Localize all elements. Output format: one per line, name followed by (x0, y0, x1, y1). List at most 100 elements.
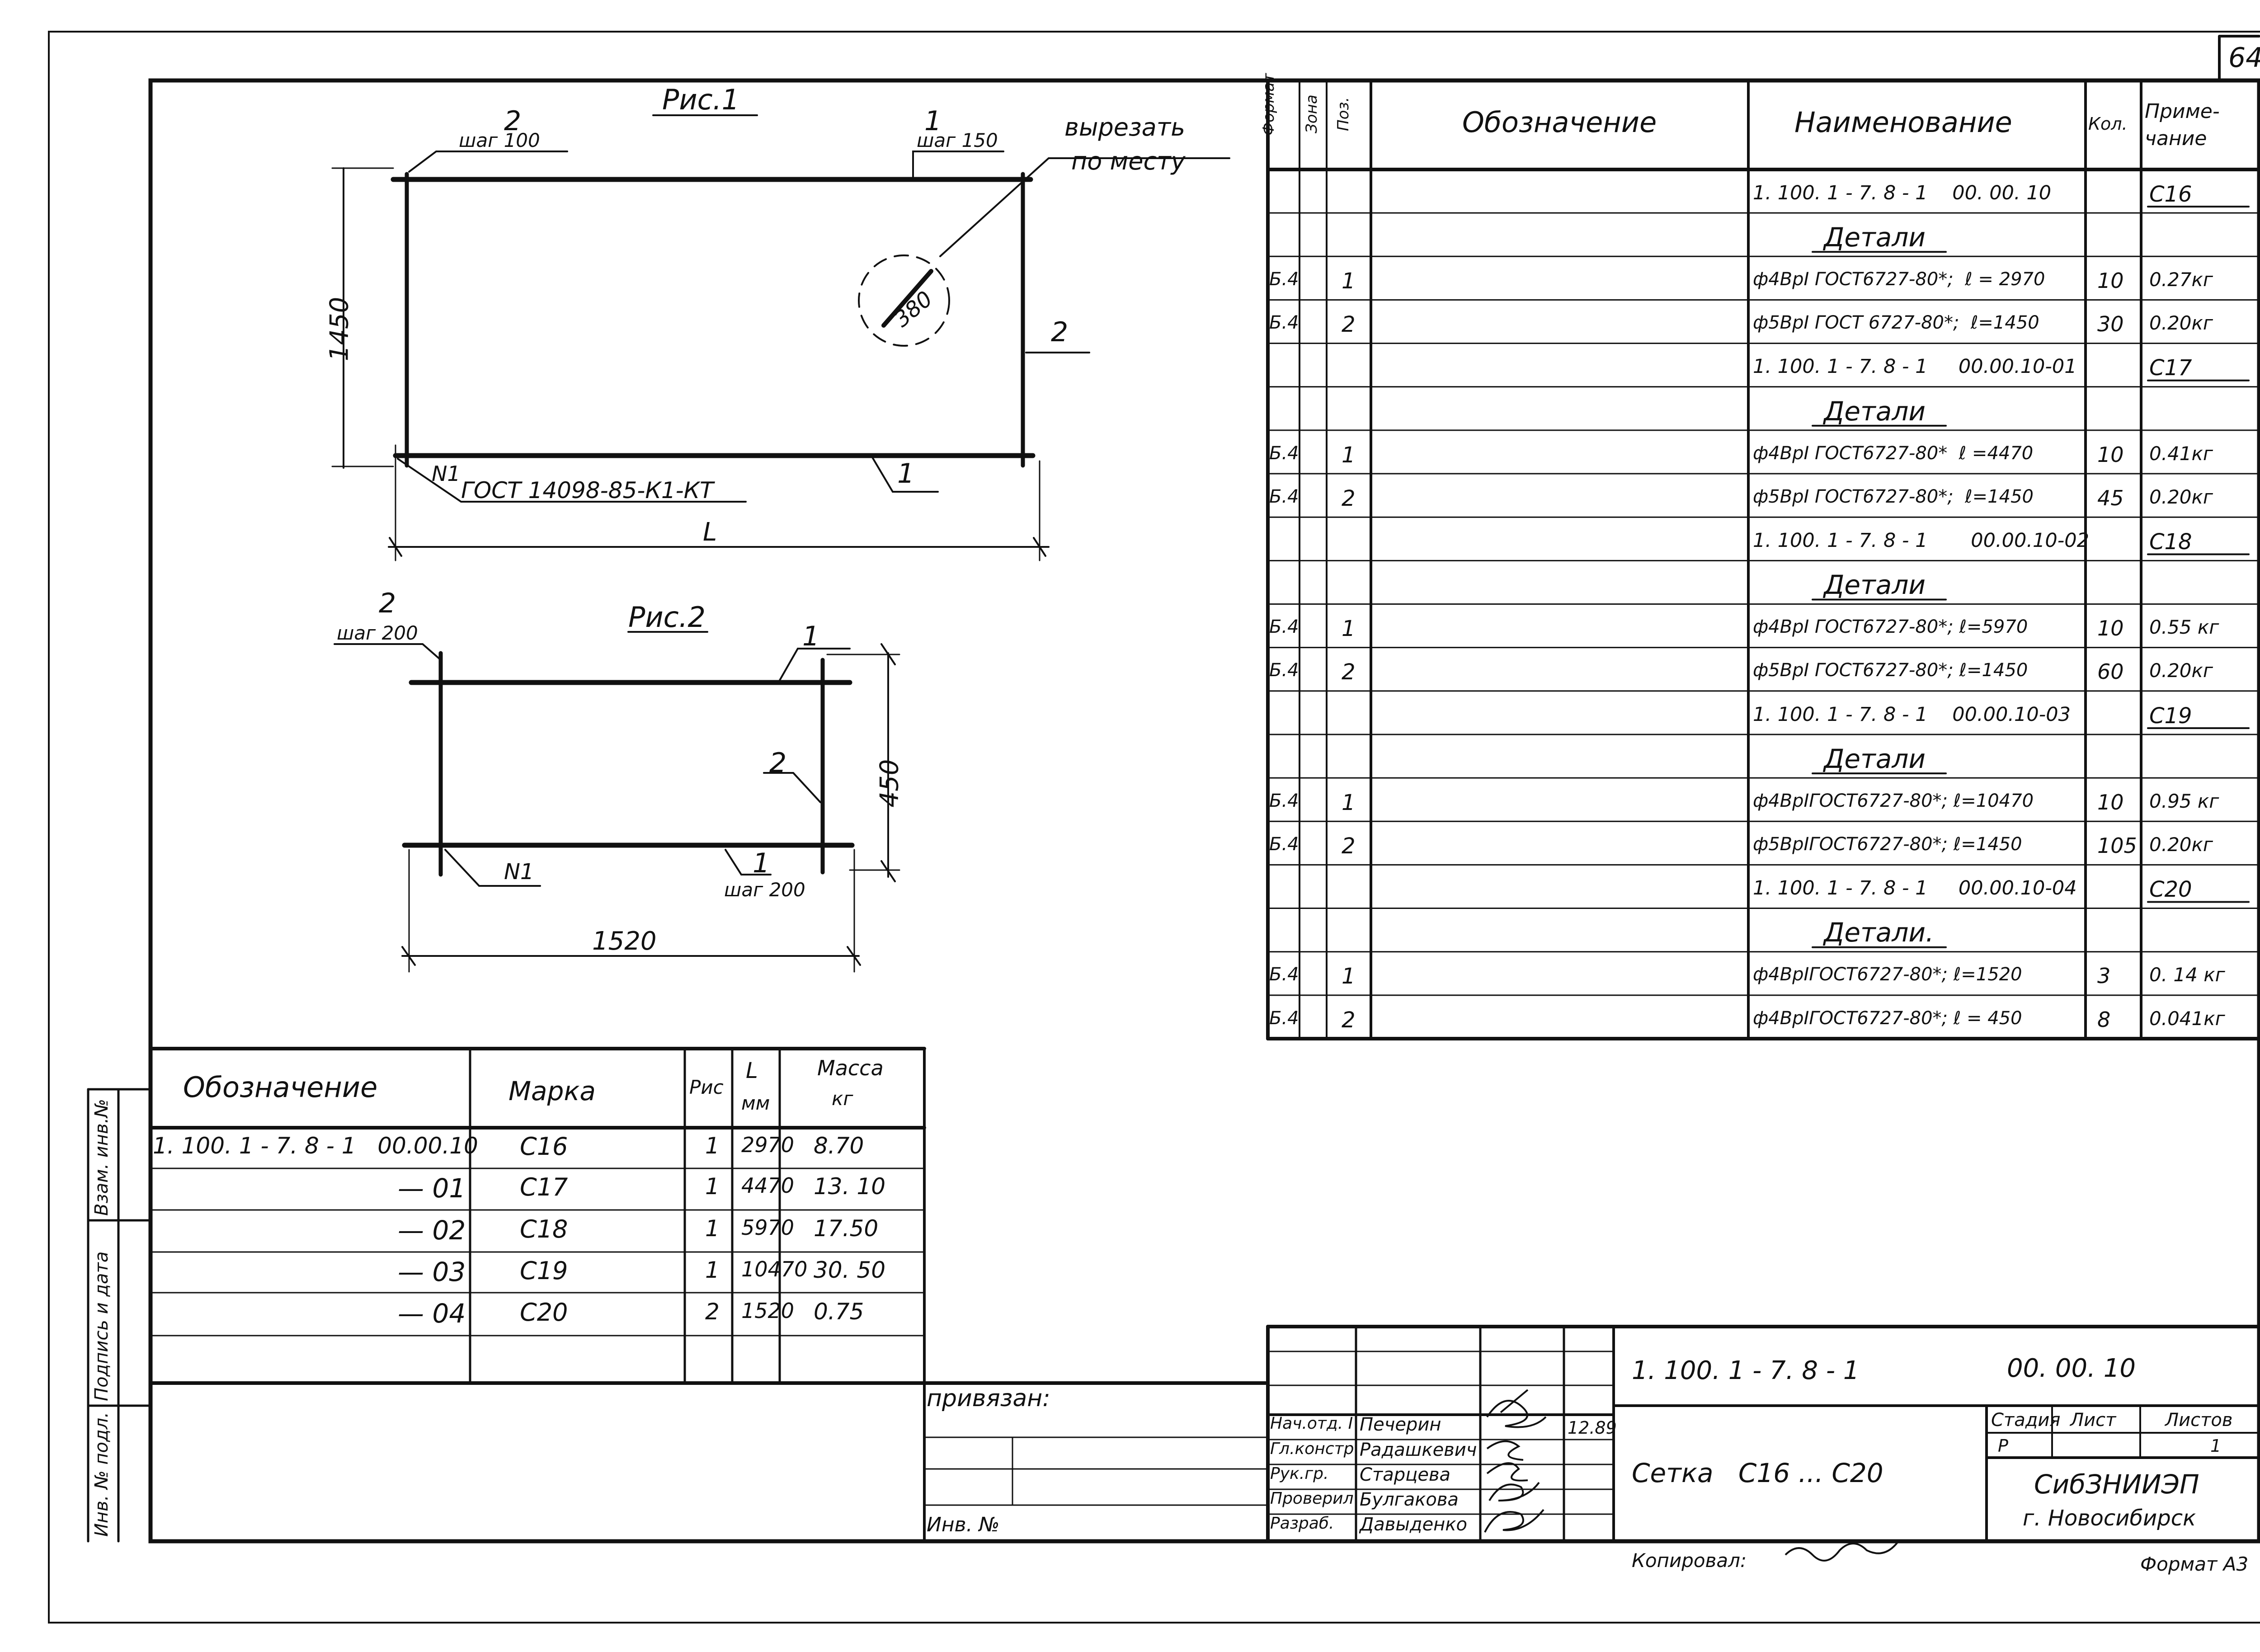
spec-format-cell: Б.4 (1269, 617, 1299, 638)
title-person-name: Радашкевич (1360, 1440, 1477, 1460)
spec-note-cell: 0.20кг (2149, 833, 2213, 856)
variant-designation: — 04 (398, 1298, 466, 1329)
fig1-top-right-step: шаг 150 (917, 129, 998, 151)
fig2-bottom-pos: 1 (753, 847, 770, 879)
variant-designation: 1. 100. 1 - 7. 8 - 1 00.00.10 (153, 1133, 478, 1159)
spec-note-cell: 0.041кг (2149, 1007, 2225, 1030)
fig2-height-dim: 450 (875, 759, 904, 808)
fig1-gost: ГОСТ 14098-85-К1-КТ (461, 477, 714, 504)
variant-mass: 8.70 (814, 1133, 864, 1159)
title-stage: Р (1998, 1436, 2008, 1456)
side-strip-lines (87, 1088, 152, 1543)
spec-item-name: ф4ВрI ГОСТ6727-80*; ℓ = 2970 (1753, 269, 2045, 290)
spec-table-lines (1266, 79, 2260, 1040)
spec-section-title: Детали (1824, 221, 1926, 253)
spec-header-designation: Обозначение (1462, 106, 1657, 139)
fig2-length-dim: 1520 (592, 927, 657, 956)
spec-pos-cell: 2 (1342, 659, 1356, 685)
sheet-border (48, 31, 2260, 1624)
variant-mass: 0.75 (814, 1299, 864, 1325)
title-doc-code: 1. 100. 1 - 7. 8 - 1 (1632, 1356, 1860, 1385)
fig2-bottom-step: шаг 200 (724, 879, 805, 901)
variant-length: 4470 (741, 1173, 795, 1198)
spec-item-name: ф5ВрI ГОСТ 6727-80*; ℓ=1450 (1753, 312, 2039, 334)
fig2-mid-right-pos: 2 (769, 747, 787, 779)
inv-no-label: Инв. № (927, 1513, 1000, 1536)
fig1-top-left-pos: 2 (504, 105, 522, 137)
spec-section-title: Детали (1824, 569, 1926, 601)
spec-header-name: Наименование (1794, 106, 2012, 139)
variants-header-length-2: мм (741, 1092, 770, 1114)
fig1-right-pos: 2 (1051, 316, 1069, 348)
variant-fig: 1 (705, 1133, 720, 1159)
page-number: 64 (2228, 42, 2260, 74)
title-stage-label: Стадия (1991, 1410, 2061, 1431)
variant-fig: 1 (705, 1257, 720, 1283)
spec-pos-cell: 2 (1342, 312, 1356, 338)
spec-pos-cell: 2 (1342, 1007, 1356, 1033)
spec-section-title: Детали (1824, 395, 1926, 427)
spec-format-cell: Б.4 (1269, 442, 1299, 464)
spec-note-cell: 0.55 кг (2149, 616, 2219, 639)
spec-note-cell: С16 (2149, 181, 2192, 207)
variant-designation: — 03 (398, 1257, 466, 1287)
variant-mass: 30. 50 (814, 1257, 886, 1283)
spec-item-name: ф5ВрI ГОСТ6727-80*; ℓ=1450 (1753, 486, 2034, 507)
spec-pos-cell: 1 (1342, 616, 1356, 642)
title-role: Нач.отд. I (1270, 1414, 1353, 1433)
spec-note-cell: С19 (2149, 703, 2192, 729)
spec-assembly-name: 1. 100. 1 - 7. 8 - 1 00. 00. 10 (1753, 181, 2052, 204)
spec-assembly-name: 1. 100. 1 - 7. 8 - 1 00.00.10-02 (1753, 529, 2089, 552)
spec-section-title: Детали (1824, 743, 1926, 774)
variant-mark: С16 (520, 1132, 568, 1161)
title-sheet-label: Лист (2070, 1410, 2116, 1431)
spec-format-cell: Б.4 (1269, 834, 1299, 855)
spec-pos-cell: 1 (1342, 790, 1356, 815)
spec-item-name: ф4ВрI ГОСТ6727-80*; ℓ=5970 (1753, 617, 2028, 638)
spec-item-name: ф4ВрIГОСТ6727-80*; ℓ=1520 (1753, 964, 2022, 985)
variant-designation: — 02 (398, 1215, 466, 1246)
variant-mark: С20 (520, 1298, 568, 1327)
spec-pos-cell: 1 (1342, 964, 1356, 989)
spec-format-cell: Б.4 (1269, 486, 1299, 507)
spec-header-format: Формат (1260, 73, 1278, 136)
spec-note-cell: 0.41кг (2149, 442, 2213, 465)
fig2-weld-mark: N1 (504, 859, 534, 885)
spec-assembly-name: 1. 100. 1 - 7. 8 - 1 00.00.10-03 (1753, 703, 2071, 726)
fig1-bottom-pos: 1 (897, 458, 915, 489)
spec-qty-cell: 10 (2097, 268, 2124, 293)
side-label-signature-date: Подпись и дата (91, 1251, 112, 1401)
fig1-weld-mark: N1 (432, 461, 461, 486)
title-sheets: 1 (2210, 1436, 2222, 1456)
spec-pos-cell: 1 (1342, 268, 1356, 294)
title-doc-number: 00. 00. 10 (2007, 1354, 2136, 1383)
variant-length: 10470 (741, 1257, 808, 1281)
variant-length: 1520 (741, 1299, 795, 1323)
spec-qty-cell: 60 (2097, 659, 2124, 684)
spec-qty-cell: 10 (2097, 616, 2124, 641)
spec-header-pos: Поз. (1334, 97, 1352, 131)
variant-mark: С18 (520, 1215, 568, 1243)
spec-format-cell: Б.4 (1269, 312, 1299, 334)
fig2-top-left-pos: 2 (379, 588, 396, 619)
fig1-cut-note-line2: по месту (1071, 147, 1186, 175)
fig1-top-right-pos: 1 (924, 105, 942, 137)
spec-qty-cell: 105 (2097, 833, 2137, 858)
variants-header-mark: Марка (508, 1076, 596, 1106)
fig1-height-dim: 1450 (325, 297, 354, 362)
title-org-line2: г. Новосибирск (2023, 1506, 2196, 1531)
variants-header-fig: Рис (689, 1076, 724, 1098)
variant-fig: 2 (705, 1299, 720, 1325)
spec-note-cell: С20 (2149, 877, 2192, 903)
spec-format-cell: Б.4 (1269, 790, 1299, 811)
title-date: 12.89 (1568, 1418, 1617, 1438)
spec-header-zone: Зона (1303, 94, 1321, 133)
spec-header-note-1: Приме- (2145, 100, 2220, 123)
spec-format-cell: Б.4 (1269, 1007, 1299, 1029)
fig1-title: Рис.1 (662, 83, 739, 116)
spec-format-cell: Б.4 (1269, 964, 1299, 985)
title-role: Проверил (1270, 1489, 1354, 1508)
spec-pos-cell: 2 (1342, 485, 1356, 511)
variant-fig: 1 (705, 1173, 720, 1200)
